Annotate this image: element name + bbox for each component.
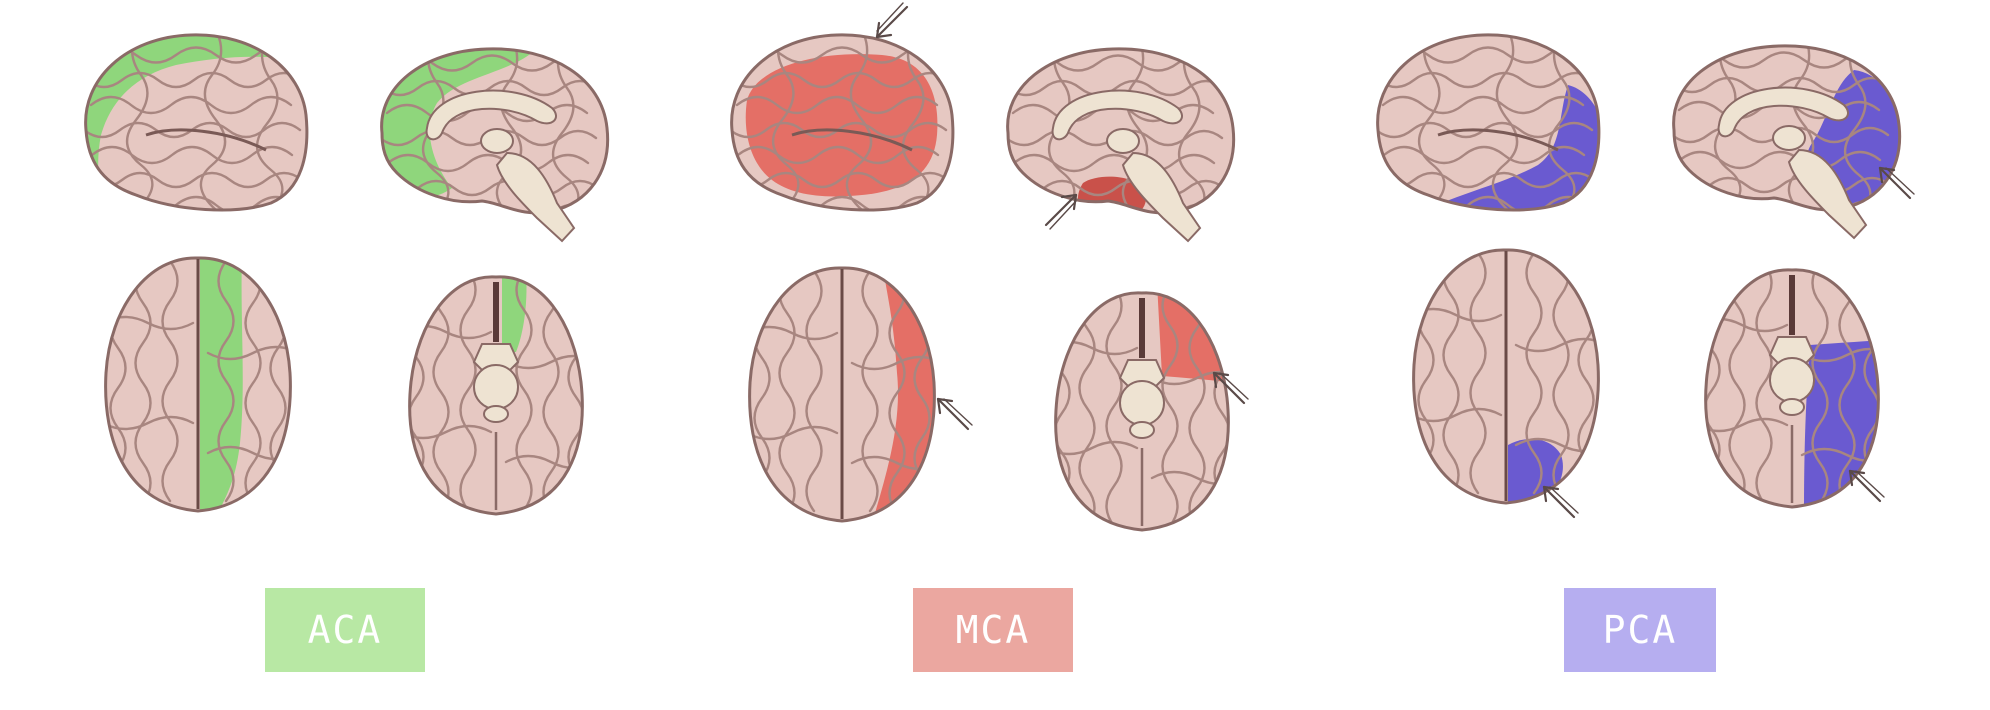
mca-lateral-view	[730, 1, 955, 212]
mca-label: MCA	[913, 588, 1073, 672]
pca-superior-arrow-pointer-icon	[1542, 485, 1580, 519]
mca-lateral-arrow-pointer-icon	[875, 1, 909, 39]
aca-medial-view	[380, 47, 610, 242]
pca-inferior-view	[1704, 268, 1886, 509]
mca-superior-arrow-pointer-icon	[936, 397, 974, 431]
aca-inferior-view	[408, 275, 584, 516]
aca-superior-view	[104, 256, 292, 513]
mca-medial-view	[1006, 47, 1236, 242]
pca-inferior-arrow-pointer-icon	[1848, 469, 1886, 503]
pca-medial-view	[1672, 44, 1916, 239]
pca-superior-view	[1412, 248, 1600, 519]
mca-inferior-view	[1054, 291, 1250, 532]
aca-label: ACA	[265, 588, 425, 672]
mca-medial-arrow-pointer-icon	[1044, 193, 1078, 231]
mca-superior-view	[748, 266, 974, 523]
pca-lateral-view	[1376, 33, 1601, 212]
aca-lateral-view	[84, 33, 309, 212]
pca-label: PCA	[1564, 588, 1716, 672]
